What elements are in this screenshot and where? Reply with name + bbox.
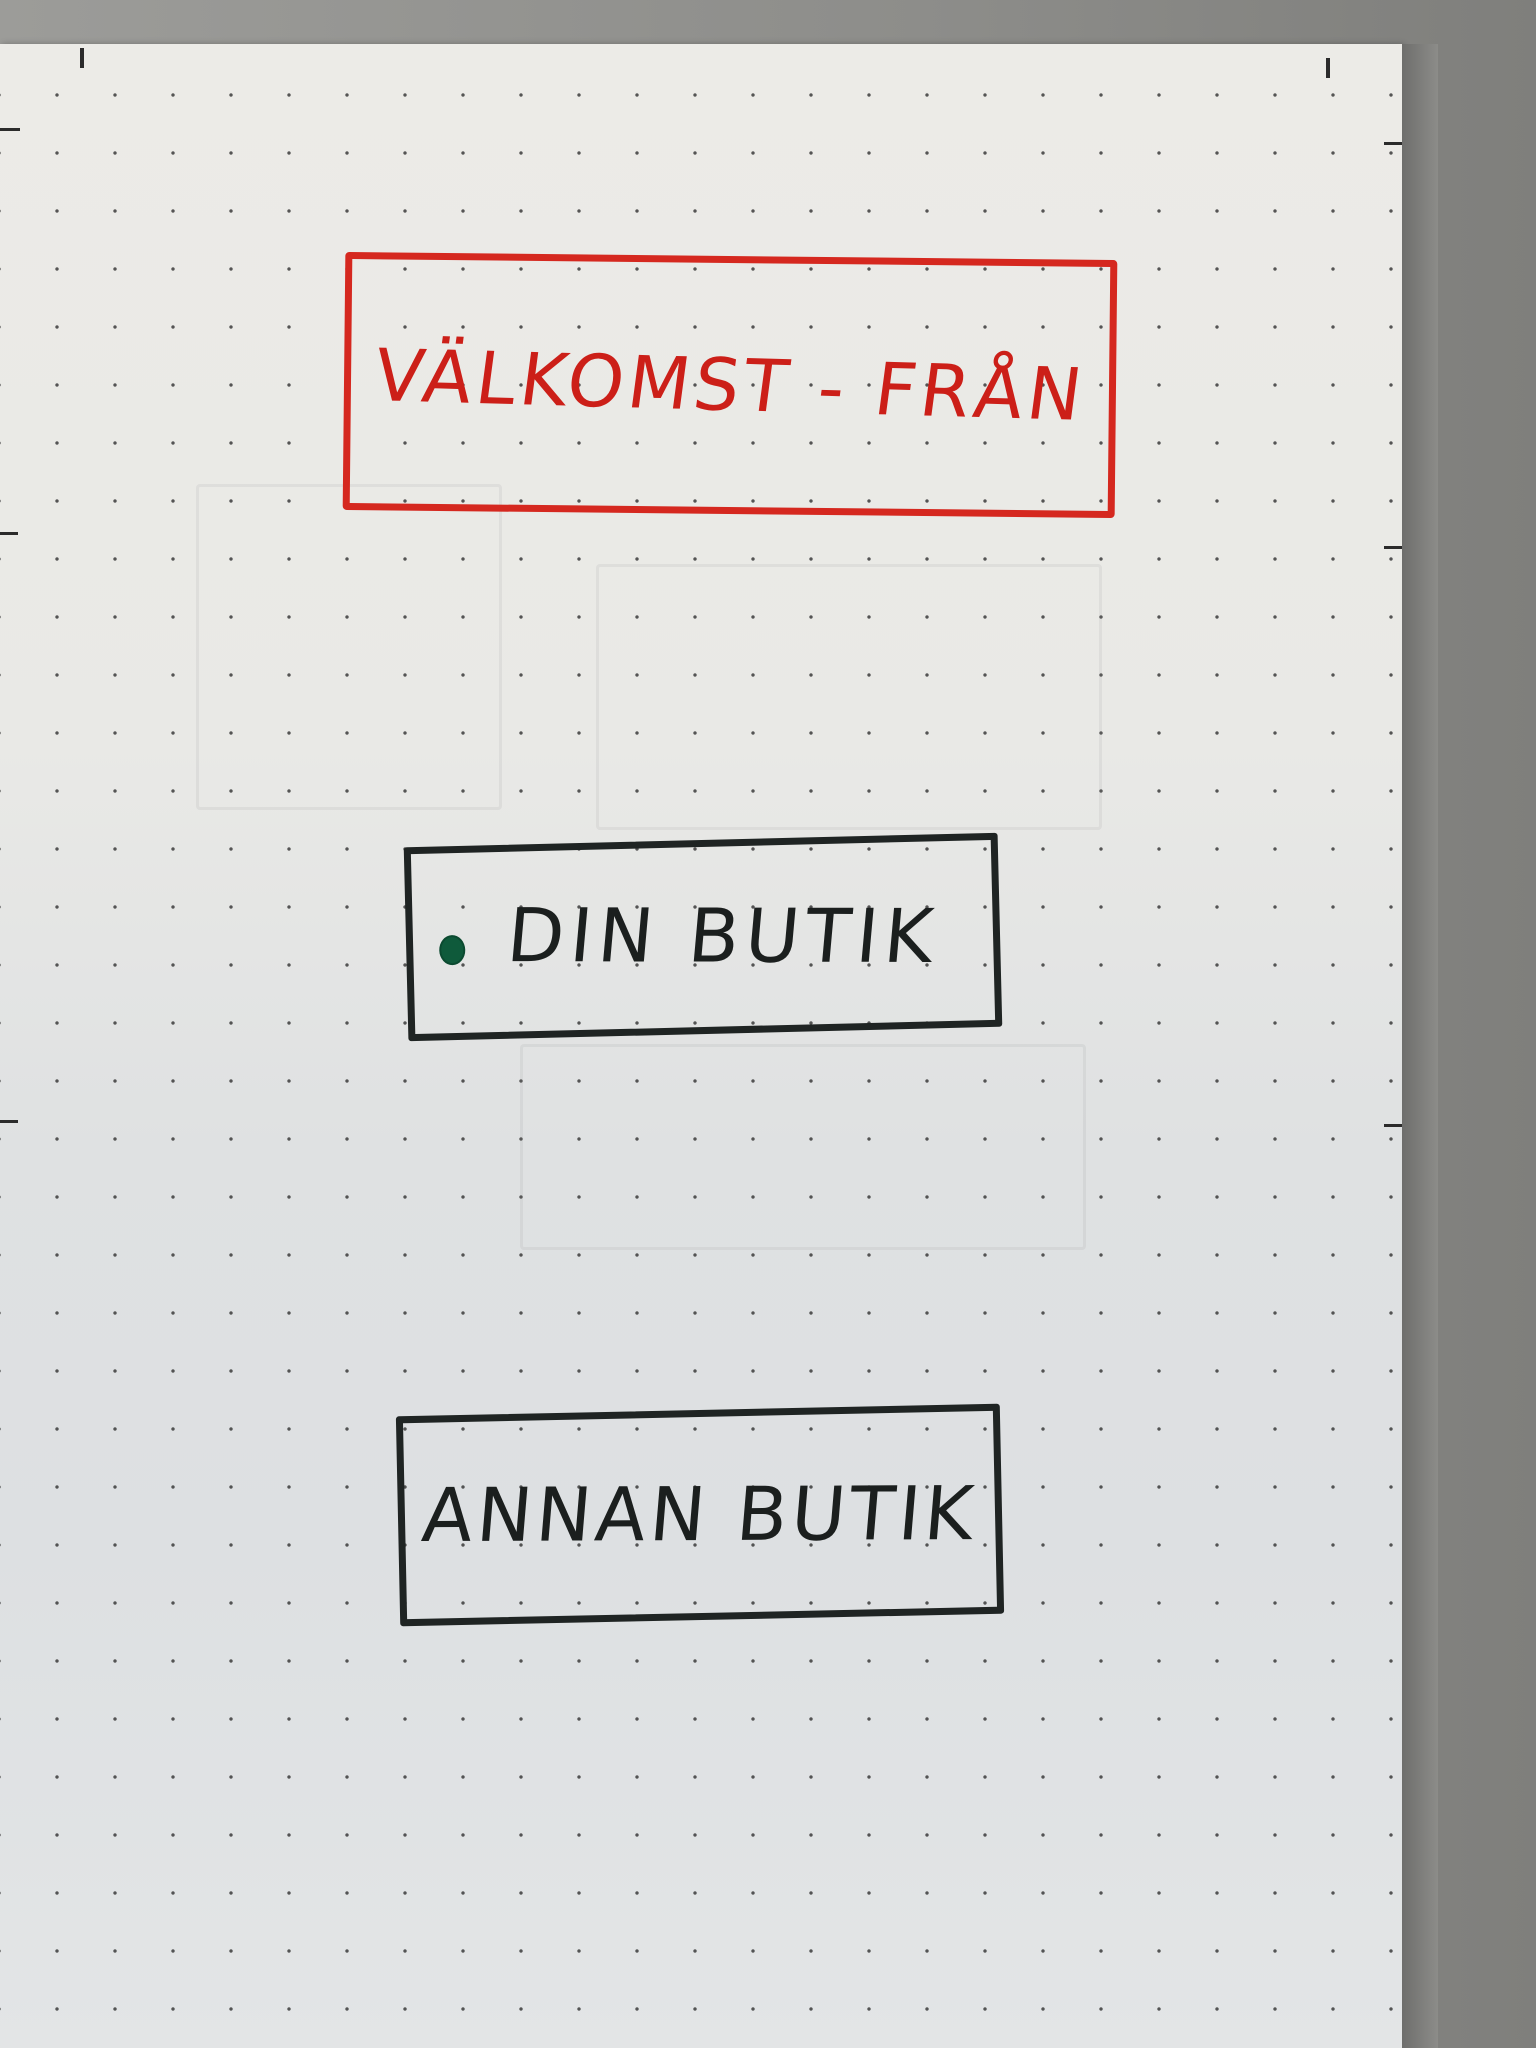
dot-grid-paper: VÄLKOMST - FRÅN DIN BUTIK ANNAN BUTIK <box>0 44 1402 2048</box>
selected-radio-icon <box>440 936 464 964</box>
margin-tick <box>80 48 84 68</box>
other-store-option[interactable]: ANNAN BUTIK <box>395 1403 1005 1627</box>
other-store-label: ANNAN BUTIK <box>419 1470 981 1560</box>
dot-grid-pattern <box>0 44 1402 2048</box>
your-store-label: DIN BUTIK <box>503 893 943 980</box>
show-through-mark <box>520 1044 1086 1250</box>
show-through-mark <box>196 484 502 810</box>
notebook-edge-shadow <box>1402 44 1438 2048</box>
margin-tick <box>0 532 18 535</box>
your-store-option[interactable]: DIN BUTIK <box>403 832 1003 1042</box>
margin-tick <box>1384 546 1402 549</box>
welcome-phrase-box[interactable]: VÄLKOMST - FRÅN <box>342 251 1118 519</box>
show-through-mark <box>596 564 1102 830</box>
margin-tick <box>1384 1124 1402 1127</box>
margin-tick <box>0 128 20 131</box>
margin-tick <box>1384 142 1402 145</box>
margin-tick <box>0 1120 18 1123</box>
margin-tick <box>1326 58 1330 78</box>
welcome-phrase-label: VÄLKOMST - FRÅN <box>369 333 1091 437</box>
